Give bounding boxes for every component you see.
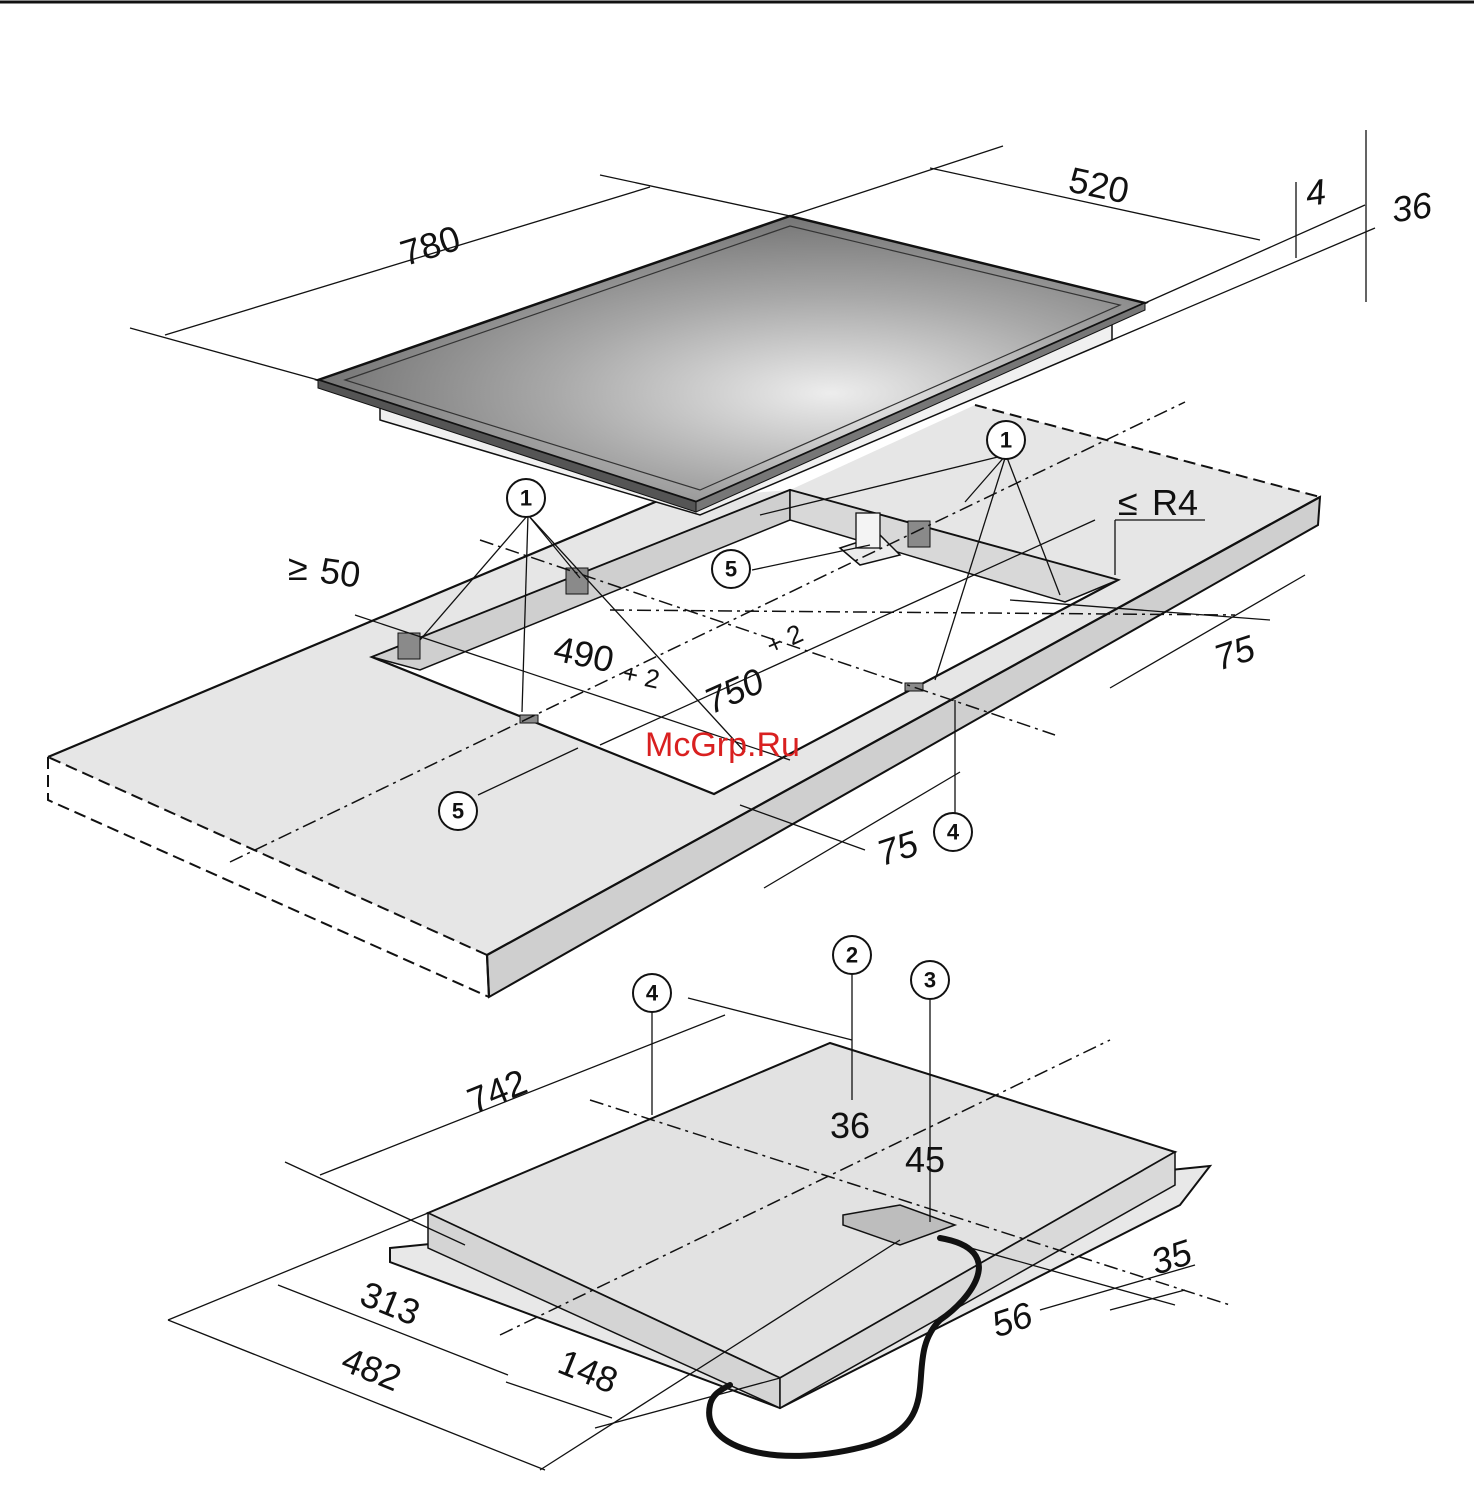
dim-520: 520 — [1065, 159, 1132, 212]
callout-5-bottom: 5 — [439, 792, 477, 830]
callout-1-right: 1 — [987, 421, 1025, 459]
callout-1-left: 1 — [507, 479, 545, 517]
svg-text:4: 4 — [947, 820, 960, 845]
dim-35: 35 — [1146, 1231, 1198, 1283]
svg-text:4: 4 — [646, 981, 659, 1006]
dim-le-r4-symbol: ≤ — [1118, 482, 1138, 523]
callout-2: 2 — [833, 936, 871, 974]
dim-36-top: 36 — [1389, 184, 1435, 230]
dim-482: 482 — [336, 1339, 407, 1400]
svg-text:1: 1 — [1000, 428, 1012, 453]
svg-text:5: 5 — [452, 799, 464, 824]
callout-4-bottom: 4 — [633, 974, 671, 1012]
dim-742: 742 — [462, 1061, 533, 1122]
dim-4: 4 — [1303, 171, 1329, 214]
dim-75-front: 75 — [872, 822, 924, 874]
dim-148: 148 — [553, 1341, 624, 1402]
bottom-view — [168, 972, 1230, 1470]
svg-text:3: 3 — [924, 968, 936, 993]
dim-75-right: 75 — [1209, 627, 1261, 679]
callout-5-top: 5 — [712, 550, 750, 588]
callout-4-top: 4 — [934, 813, 972, 851]
svg-text:1: 1 — [520, 486, 532, 511]
dim-56: 56 — [986, 1294, 1038, 1346]
svg-text:2: 2 — [846, 943, 858, 968]
dim-313: 313 — [355, 1273, 426, 1334]
dim-50: 50 — [318, 549, 363, 595]
dim-r4: R4 — [1152, 482, 1198, 523]
dim-45: 45 — [905, 1139, 945, 1180]
watermark: McGrp.Ru — [645, 726, 800, 764]
dim-ge-50-symbol: ≥ — [288, 547, 308, 588]
clamp-2 — [566, 568, 588, 594]
callout-3: 3 — [911, 961, 949, 999]
dim-780: 780 — [395, 217, 464, 274]
svg-text:5: 5 — [725, 557, 737, 582]
clamp-1 — [398, 633, 420, 659]
dim-36-bottom: 36 — [830, 1105, 870, 1146]
